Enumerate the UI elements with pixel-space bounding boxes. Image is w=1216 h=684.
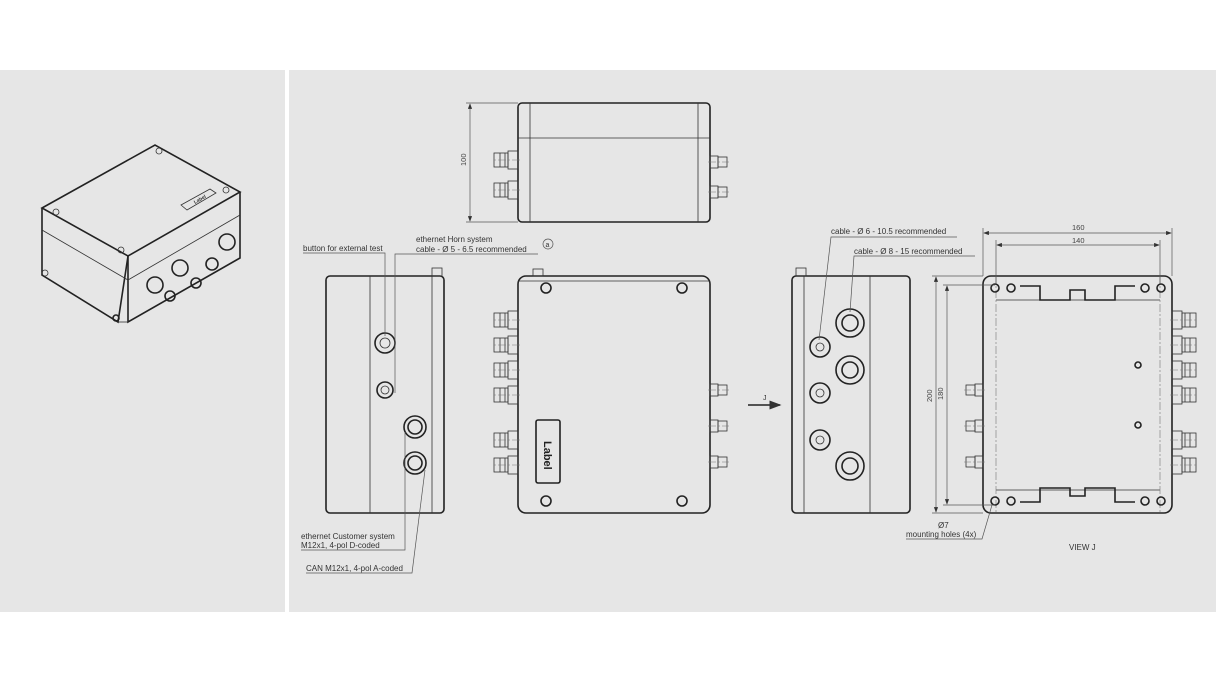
dimension-height: 100 xyxy=(459,102,518,223)
arrow-j-label: J xyxy=(763,395,767,402)
dimension-length: 200 180 xyxy=(925,275,995,514)
label-ethernet-horn-cable: cable - Ø 5 - 6.5 recommended xyxy=(416,245,527,254)
marker-a: a xyxy=(546,242,550,249)
label-hole-diameter: Ø7 xyxy=(938,521,949,530)
iso-panel xyxy=(0,70,285,612)
small-connectors xyxy=(809,336,831,451)
customer-ethernet-port xyxy=(403,415,427,439)
dim-200: 200 xyxy=(925,389,934,402)
top-view: 100 xyxy=(459,102,730,223)
label-plate-text: Label xyxy=(541,441,553,470)
view-j: 160 140 200 180 Ø7 mounting holes (4x) V… xyxy=(906,223,1199,552)
view-arrow-j: J xyxy=(748,395,782,410)
can-port xyxy=(403,451,427,475)
label-cable-8-15: cable - Ø 8 - 15 recommended xyxy=(854,247,963,256)
dimension-width: 160 140 xyxy=(982,223,1173,284)
right-side-view: cable - Ø 6 - 10.5 recommended cable - Ø… xyxy=(791,227,975,514)
isometric-view: Label xyxy=(40,144,242,324)
label-plate xyxy=(535,419,561,484)
label-button-external-test: button for external test xyxy=(303,244,383,253)
label-can-connector: CAN M12x1, 4-pol A-coded xyxy=(306,564,403,573)
dim-100: 100 xyxy=(459,153,468,166)
mounting-holes xyxy=(990,283,1166,506)
left-side-view: button for external test ethernet Horn s… xyxy=(301,235,554,574)
label-cable-6-10: cable - Ø 6 - 10.5 recommended xyxy=(831,227,946,236)
dim-140: 140 xyxy=(1072,236,1085,245)
dim-160: 160 xyxy=(1072,223,1085,232)
label-ethernet-customer-connector: M12x1, 4-pol D-coded xyxy=(301,541,380,550)
iso-label-text: Label xyxy=(193,194,208,206)
front-cable-glands xyxy=(491,310,730,475)
front-view: Label xyxy=(491,268,730,514)
large-cable-glands xyxy=(835,308,865,481)
dim-180: 180 xyxy=(936,387,945,400)
label-view-j: VIEW J xyxy=(1069,543,1096,552)
label-ethernet-horn: ethernet Horn system xyxy=(416,235,493,244)
label-mounting-holes: mounting holes (4x) xyxy=(906,530,977,539)
label-ethernet-customer: ethernet Customer system xyxy=(301,532,395,541)
horn-ethernet-port xyxy=(376,381,394,399)
iso-cable-glands xyxy=(146,233,236,302)
